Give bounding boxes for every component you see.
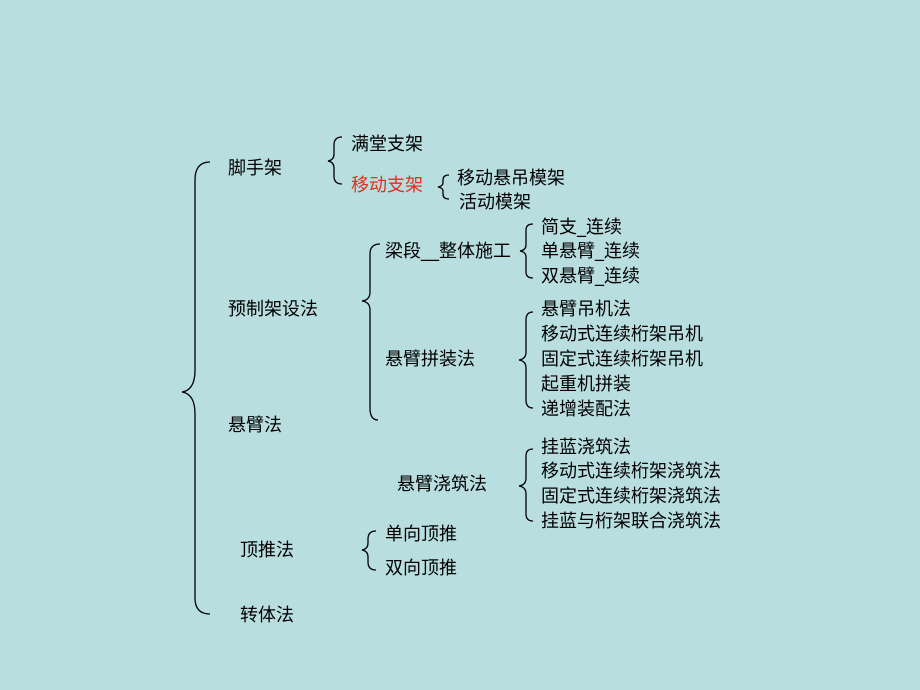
node-movable-support: 移动支架	[351, 175, 423, 196]
assembly-brace	[518, 311, 534, 409]
node-crane: 悬臂吊机法	[541, 299, 631, 320]
root-brace	[181, 161, 211, 615]
node-prefab: 预制架设法	[228, 299, 318, 320]
node-hanging-form: 移动悬吊模架	[457, 168, 565, 189]
whole-span-brace	[519, 223, 534, 279]
node-whole-span: 梁段__整体施工	[385, 241, 511, 262]
node-incremental: 递增装配法	[541, 399, 631, 420]
node-traveler: 挂蓝浇筑法	[541, 437, 631, 458]
node-simple: 简支_连续	[541, 217, 622, 238]
scaffold-brace	[327, 136, 343, 185]
movable-brace	[437, 174, 450, 200]
node-casting: 悬臂浇筑法	[397, 474, 487, 495]
node-combined: 挂蓝与桁架联合浇筑法	[541, 511, 721, 532]
node-fixed-cast: 固定式连续桁架浇筑法	[541, 486, 721, 507]
node-push: 顶推法	[240, 540, 294, 561]
node-single-cant: 单悬臂_连续	[541, 241, 640, 262]
node-mobile-cast: 移动式连续桁架浇筑法	[541, 461, 721, 482]
node-fixed-truss: 固定式连续桁架吊机	[541, 349, 703, 370]
node-scaffold: 脚手架	[228, 158, 282, 179]
node-assembly: 悬臂拼装法	[385, 349, 475, 370]
node-double-cant: 双悬臂_连续	[541, 266, 640, 287]
node-mobile-truss: 移动式连续桁架吊机	[541, 324, 703, 345]
node-two-way: 双向顶推	[385, 558, 457, 579]
node-hoist: 起重机拼装	[541, 374, 631, 395]
node-full-support: 满堂支架	[351, 134, 423, 155]
node-cantilever: 悬臂法	[228, 415, 282, 436]
casting-brace	[518, 448, 534, 522]
node-swivel: 转体法	[240, 605, 294, 626]
node-active-form: 活动模架	[459, 192, 531, 213]
push-brace	[361, 530, 377, 571]
prefab-brace	[361, 243, 381, 421]
node-one-way: 单向顶推	[385, 524, 457, 545]
